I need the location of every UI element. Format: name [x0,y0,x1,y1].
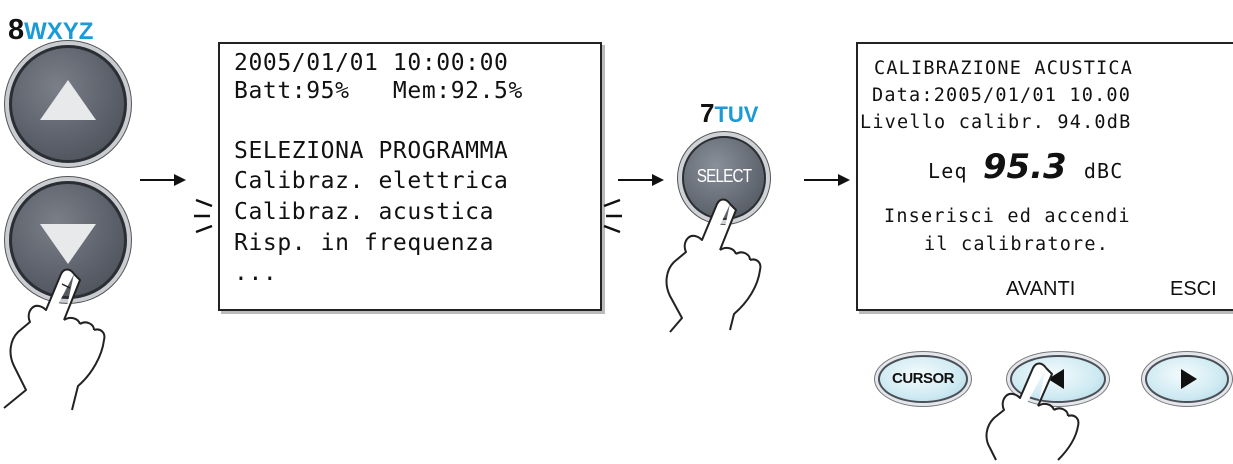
lcd-calibration-level: Livello calibr. 94.0dB [860,112,1132,133]
leq-label: Leq [928,159,968,183]
lcd-status: Batt:95% Mem:92.5% [234,78,523,104]
pointing-hand-icon [3,268,106,411]
pointing-hand-icon [665,198,762,333]
leq-value: 95.3 [982,147,1067,187]
select-button-label: SELECT [696,166,752,186]
right-softkey-button[interactable] [1145,355,1229,403]
blink-marks-left-icon [194,198,213,234]
key-8-number: 8 [8,14,25,46]
softkey-esci-label: ESCI [1170,278,1217,300]
triangle-right-icon [1181,369,1197,389]
softkey-avanti-label: AVANTI [1006,278,1076,300]
lcd-screen-acoustic-calibration: CALIBRAZIONE ACUSTICA Data:2005/01/01 10… [856,42,1233,311]
cursor-button-label: CURSOR [891,370,955,387]
key-8-letters: WXYZ [24,18,94,45]
lcd-instruction-1: Inserisci ed accendi [884,206,1131,227]
key-8-label: 8WXYZ [8,14,94,46]
key-7-letters: TUV [714,102,759,127]
lcd-instruction-2: il calibratore. [924,234,1110,255]
menu-item[interactable]: Calibraz. elettrica [234,168,509,194]
arrow-right-icon [804,174,850,186]
lcd-screen-program-menu: 2005/01/01 10:00:00 Batt:95% Mem:92.5% S… [218,42,602,311]
arrow-right-icon [618,174,664,186]
pointing-hand-icon [985,362,1080,461]
triangle-up-icon [40,80,96,120]
key-7-number: 7 [700,98,715,128]
up-arrow-button[interactable] [9,45,127,163]
triangle-down-icon [40,224,96,264]
key-7-label: 7TUV [700,98,758,129]
leq-readout: Leq 95.3 dBC [928,147,1124,187]
left-softkey-button[interactable] [1010,355,1106,403]
lcd-menu-title: SELEZIONA PROGRAMMA [234,138,509,164]
lcd-title: CALIBRAZIONE ACUSTICA [874,58,1134,79]
triangle-left-icon [1048,369,1064,389]
menu-more-indicator: ... [234,260,278,286]
lcd-date: Data:2005/01/01 10.00 [872,85,1132,106]
lcd-datetime: 2005/01/01 10:00:00 [234,50,509,76]
menu-item-selected[interactable]: Calibraz. acustica [234,199,495,225]
menu-item[interactable]: Risp. in frequenza [234,230,495,256]
leq-unit: dBC [1083,159,1124,183]
arrow-right-icon [140,174,186,186]
blink-marks-right-icon [603,198,622,234]
cursor-button[interactable]: CURSOR [878,355,968,403]
